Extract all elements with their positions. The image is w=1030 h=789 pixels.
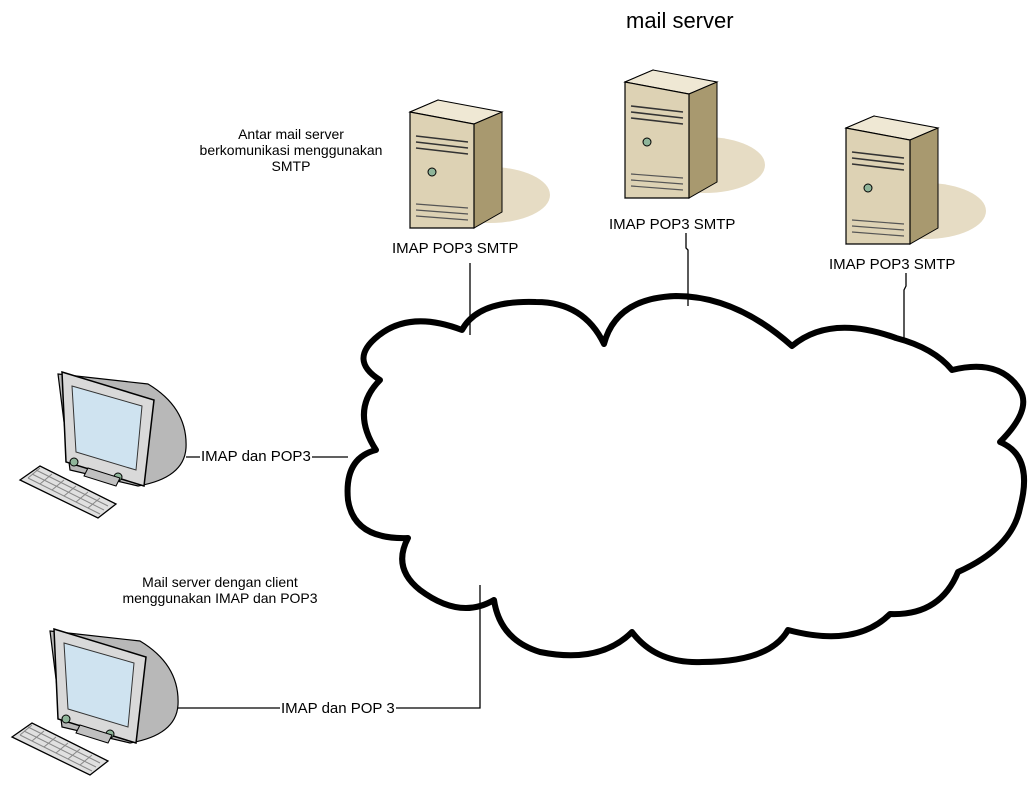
server-icon — [409, 99, 551, 229]
client-2-link-label: IMAP dan POP 3 — [280, 700, 396, 718]
link-client-2 — [95, 585, 481, 709]
link-server-3 — [903, 271, 907, 342]
server-to-client-note: Mail server dengan client menggunakan IM… — [122, 574, 318, 607]
cloud-shape — [344, 293, 1028, 666]
server-icon — [845, 115, 987, 245]
client-1-link-label: IMAP dan POP3 — [200, 448, 312, 466]
server-icon — [624, 69, 766, 199]
link-server-2 — [685, 232, 689, 306]
computer-icon — [19, 371, 187, 519]
server-3-protocols: IMAP POP3 SMTP — [828, 256, 957, 274]
computer-icon — [11, 628, 179, 776]
diagram-title: mail server — [626, 8, 734, 33]
server-to-server-note: Antar mail server berkomunikasi mengguna… — [199, 126, 383, 175]
server-1-protocols: IMAP POP3 SMTP — [391, 240, 520, 258]
server-2-protocols: IMAP POP3 SMTP — [608, 216, 737, 234]
